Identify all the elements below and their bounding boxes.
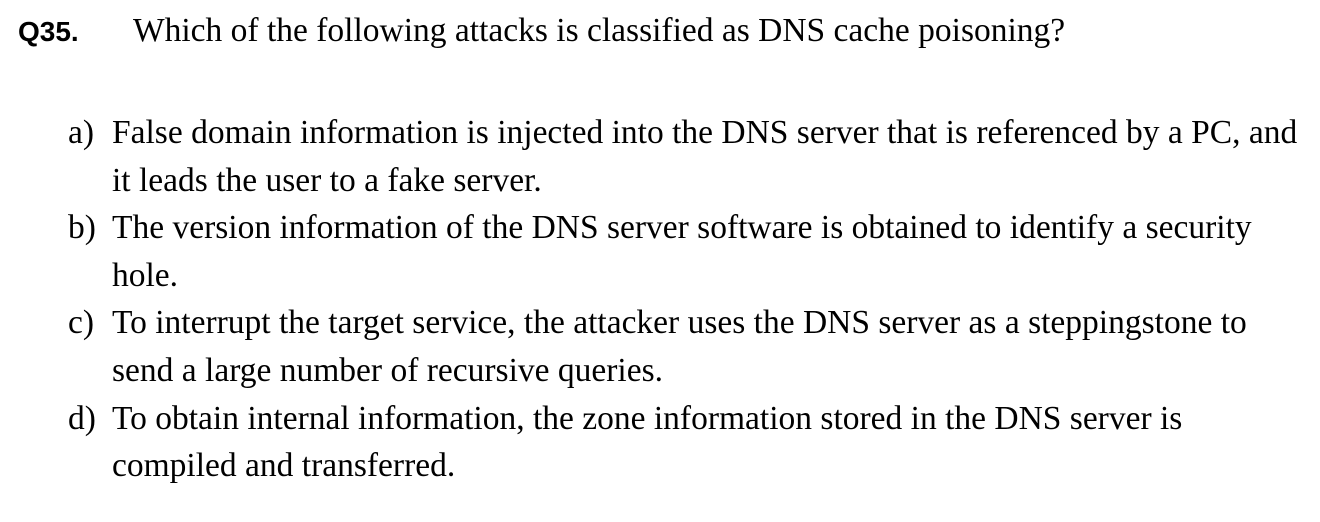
option-label: b) xyxy=(68,209,96,247)
option-text: To interrupt the target service, the att… xyxy=(112,304,1247,389)
option-row-c: c) To interrupt the target service, the … xyxy=(0,299,1320,394)
option-row-d: d) To obtain internal information, the z… xyxy=(0,395,1320,490)
option-row-a: a) False domain information is injected … xyxy=(0,109,1320,204)
option-label: a) xyxy=(68,114,95,151)
question-number: Q35. xyxy=(18,16,79,47)
options-list: a) False domain information is injected … xyxy=(0,109,1320,490)
question-header: Q35. Which of the following attacks is c… xyxy=(0,0,1320,52)
option-label: d) xyxy=(68,399,96,437)
option-text: The version information of the DNS serve… xyxy=(112,209,1252,294)
question-text: Which of the following attacks is classi… xyxy=(133,12,1066,49)
option-label: c) xyxy=(68,304,95,342)
option-row-b: b) The version information of the DNS se… xyxy=(0,204,1320,299)
option-text: To obtain internal information, the zone… xyxy=(112,399,1183,485)
option-text: False domain information is injected int… xyxy=(112,114,1298,199)
